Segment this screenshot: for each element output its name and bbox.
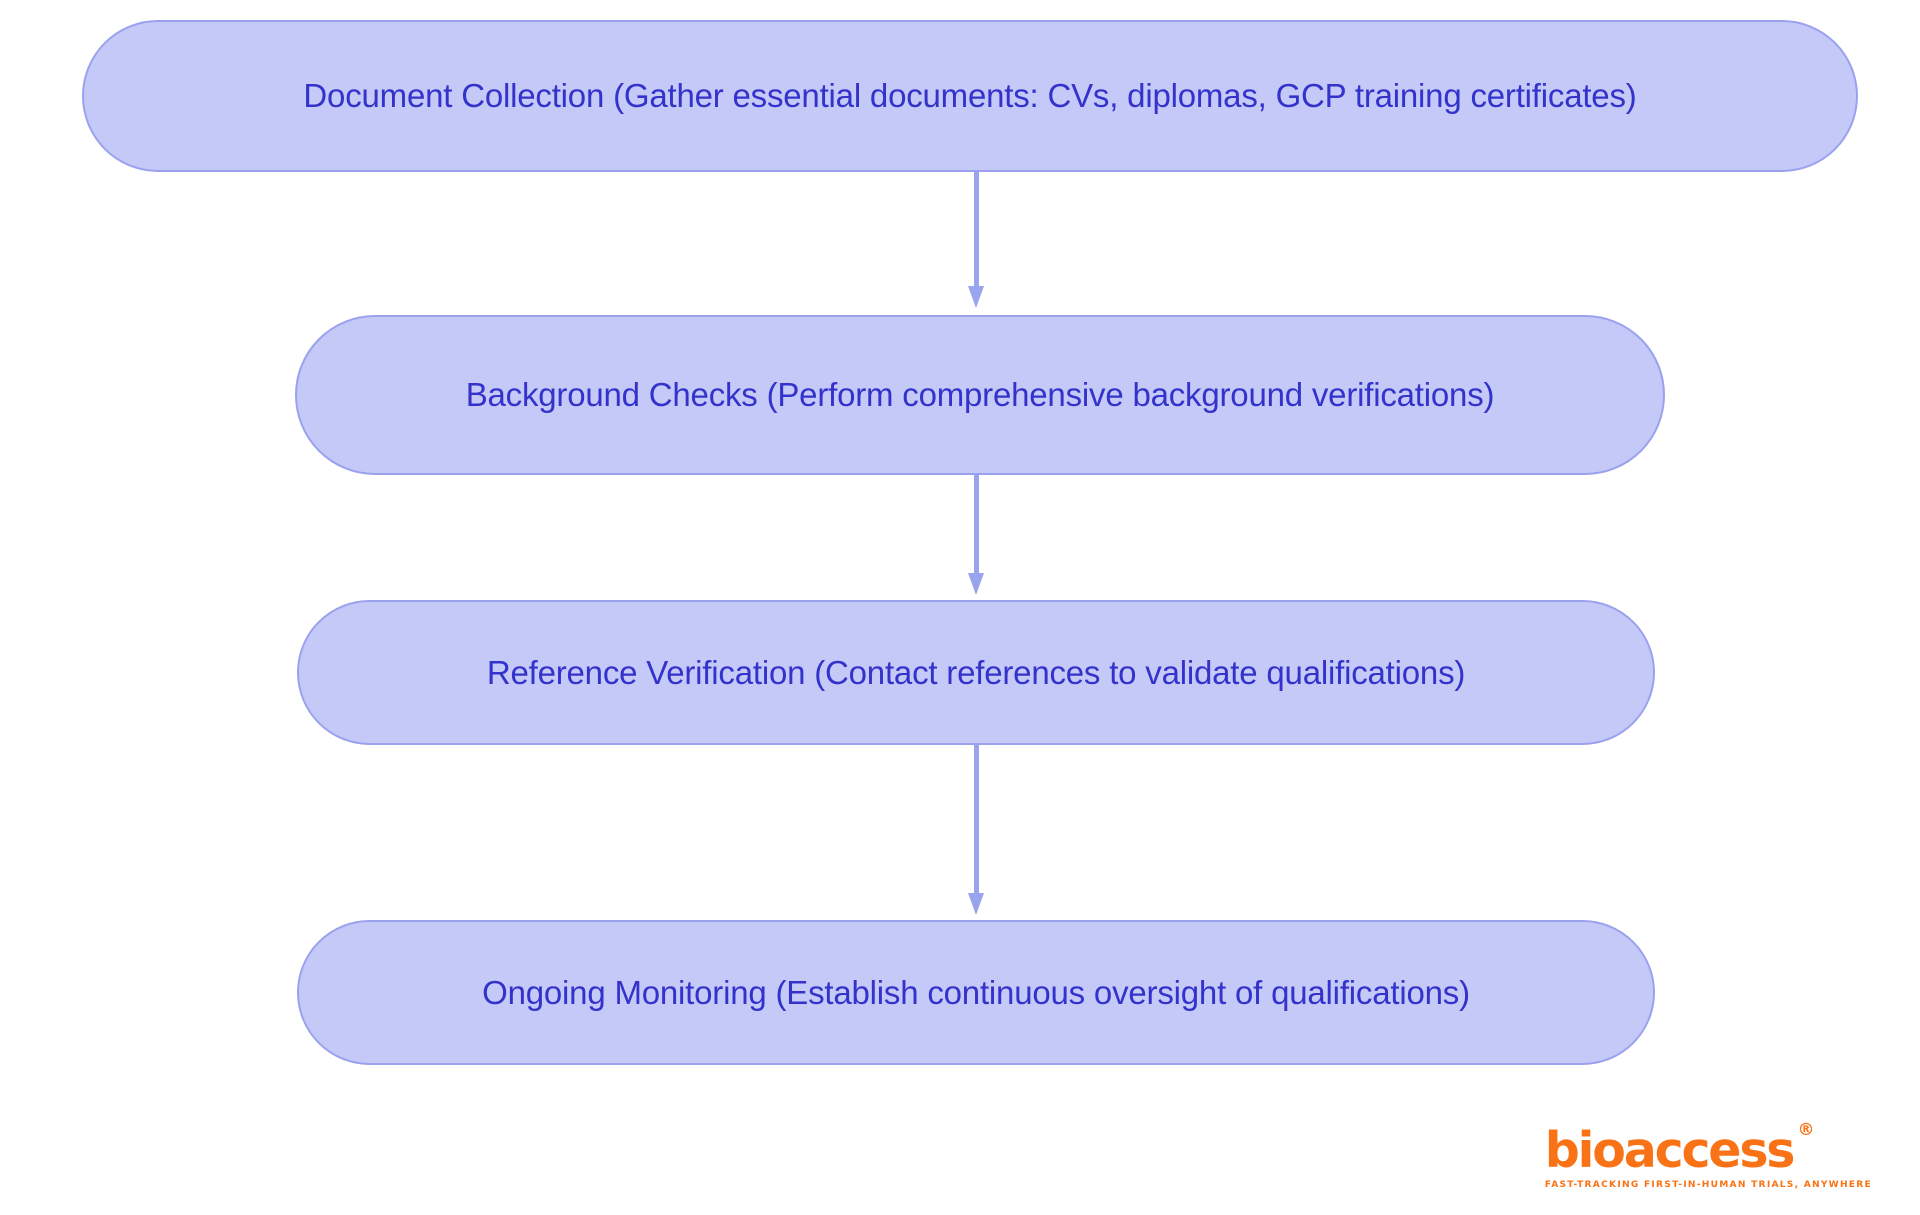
flow-node-document-collection[interactable]: Document Collection (Gather essential do… [82, 20, 1858, 172]
registered-trademark-icon: ® [1797, 1119, 1814, 1140]
flow-node-label: Reference Verification (Contact referenc… [486, 653, 1466, 691]
connector-line [974, 745, 979, 893]
brand-wordmark: bioaccess ® [1545, 1121, 1815, 1175]
connector-line [974, 475, 979, 573]
flow-node-label: Document Collection (Gather essential do… [303, 77, 1637, 115]
down-arrow-icon [968, 286, 984, 308]
flow-node-reference-verification[interactable]: Reference Verification (Contact referenc… [297, 600, 1655, 745]
connector-line [974, 172, 979, 286]
flow-node-label: Ongoing Monitoring (Establish continuous… [482, 973, 1470, 1011]
brand-wordmark-text: bioaccess [1544, 1121, 1796, 1179]
down-arrow-icon [968, 893, 984, 915]
down-arrow-icon [968, 573, 984, 595]
flow-connector-reference-verification-to-ongoing-monitoring [968, 745, 984, 915]
flow-connector-document-collection-to-background-checks [968, 172, 984, 308]
flow-connector-background-checks-to-reference-verification [968, 475, 984, 595]
flow-node-background-checks[interactable]: Background Checks (Perform comprehensive… [295, 315, 1665, 475]
flow-node-ongoing-monitoring[interactable]: Ongoing Monitoring (Establish continuous… [297, 920, 1655, 1065]
bioaccess-logo: bioaccess ® FAST-TRACKING FIRST-IN-HUMAN… [1544, 1121, 1872, 1190]
flow-node-label: Background Checks (Perform comprehensive… [465, 376, 1495, 414]
brand-tagline: FAST-TRACKING FIRST-IN-HUMAN TRIALS, ANY… [1544, 1179, 1872, 1190]
